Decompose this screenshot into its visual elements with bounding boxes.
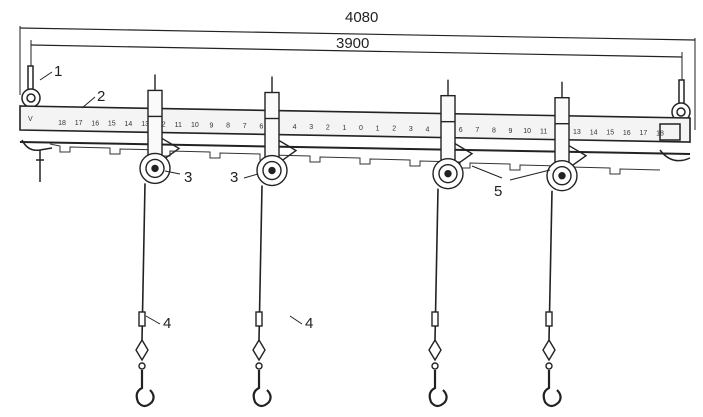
- trolley-assembly: [542, 81, 588, 408]
- pulley-axle: [151, 164, 159, 173]
- lifting-hook: [135, 370, 155, 408]
- scale-mark: 3: [409, 126, 413, 133]
- scale-mark: 15: [606, 130, 614, 137]
- rope-clamp: [138, 311, 146, 327]
- trolley-brace: [568, 145, 588, 167]
- scale-mark: 13: [573, 129, 581, 136]
- scale-mark-left: V: [28, 116, 33, 123]
- rope-clamp: [431, 311, 439, 327]
- dimension-line-span: [30, 44, 683, 58]
- left-end-fitting: [21, 139, 53, 182]
- callout-lifting-eye: 1: [54, 63, 62, 80]
- scale-mark: 7: [475, 127, 479, 134]
- pulley-axle: [558, 172, 566, 180]
- scale-mark: 13: [141, 121, 149, 128]
- right-end-fitting: [659, 123, 691, 162]
- scale-mark: 3: [309, 124, 313, 131]
- scale-mark: 4: [293, 124, 297, 131]
- callout-rope-right: 4: [305, 315, 313, 332]
- thimble: [428, 338, 442, 362]
- trolley-assembly: [135, 74, 181, 408]
- rope-clamp: [545, 311, 553, 327]
- pulley-rim: [438, 163, 458, 184]
- trolley-post: [554, 97, 570, 167]
- hook-swivel: [255, 362, 263, 370]
- scale-mark: 17: [75, 120, 83, 127]
- callout-trolley-right: 3: [230, 169, 238, 186]
- scale-mark: 8: [492, 128, 496, 135]
- pulley-rim: [145, 158, 165, 179]
- beam-body: [19, 105, 691, 143]
- dimension-line-overall: [19, 27, 696, 41]
- scale-mark: 2: [326, 125, 330, 132]
- scale-mark: 17: [640, 130, 648, 137]
- scale-mark: 11: [175, 122, 182, 129]
- pulley-rim: [262, 160, 282, 181]
- lifting-hook: [252, 370, 272, 408]
- scale-mark: 7: [243, 123, 247, 130]
- scale-mark: 11: [540, 128, 547, 135]
- scale-mark: 6: [259, 123, 263, 130]
- scale-mark: 14: [590, 129, 598, 136]
- scale-mark: 1: [342, 125, 346, 132]
- scale-mark: 16: [91, 120, 99, 127]
- thimble: [252, 338, 266, 362]
- callout-trolley-group: 5: [494, 183, 502, 200]
- scale-mark: 18: [656, 131, 664, 138]
- trolley-assembly: [252, 76, 298, 408]
- dimension-overall: [19, 26, 696, 130]
- scale-mark: 9: [509, 128, 513, 135]
- thimble: [135, 338, 149, 362]
- scale-mark: 14: [125, 121, 133, 128]
- pulley-rim: [552, 166, 572, 186]
- scale-mark: 18: [58, 120, 66, 127]
- trolley-assembly: [428, 79, 474, 408]
- scale-mark: 1: [376, 125, 380, 132]
- pulley-axle: [444, 169, 452, 178]
- scale-mark: 6: [459, 127, 463, 134]
- trolley-brace: [278, 139, 298, 162]
- scale-mark: 16: [623, 130, 631, 137]
- trolley-brace: [454, 143, 474, 165]
- trolley-brace: [161, 137, 181, 159]
- rope-clamp: [255, 311, 263, 327]
- trolley-post: [440, 94, 456, 165]
- dimension-label-span: 3900: [336, 35, 369, 52]
- lifting-eye-right: [671, 79, 691, 122]
- trolley-post: [147, 89, 163, 160]
- callout-trolley-left: 3: [184, 169, 192, 186]
- callout-rope-left: 4: [163, 315, 171, 332]
- hook-swivel: [431, 362, 439, 370]
- hook-swivel: [138, 362, 146, 370]
- lifting-eye-left: [21, 65, 41, 108]
- scale-mark: 2: [392, 126, 396, 133]
- thimble: [542, 338, 556, 362]
- scale-mark: 10: [523, 128, 531, 135]
- scale-mark: 15: [108, 121, 116, 128]
- scale-mark: 0: [359, 125, 363, 132]
- hook-swivel: [545, 362, 553, 370]
- scale-mark: 9: [210, 122, 214, 129]
- scale-mark: 4: [425, 126, 429, 133]
- trolley-group: [135, 74, 588, 408]
- dimension-label-overall: 4080: [345, 9, 378, 26]
- lifting-hook: [428, 370, 448, 408]
- callout-leaders: [39, 71, 551, 325]
- callout-beam: 2: [97, 88, 105, 105]
- scale-mark: 10: [191, 122, 199, 129]
- lifting-hook: [542, 370, 562, 408]
- scale-mark: 8: [226, 123, 230, 130]
- pulley-axle: [268, 166, 276, 175]
- trolley-post: [264, 91, 280, 162]
